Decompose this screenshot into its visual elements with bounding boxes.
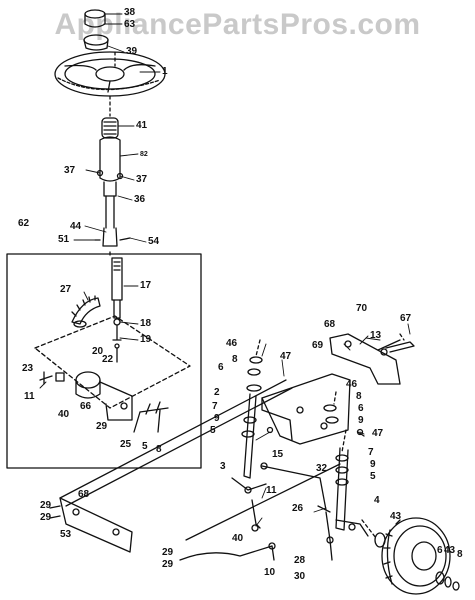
callout-18: 18 xyxy=(140,318,152,329)
callout-29-lower-a: 29 xyxy=(162,547,174,558)
callout-51: 51 xyxy=(58,234,70,245)
front-wheel-icon xyxy=(374,517,460,595)
callout-5-right: 5 xyxy=(370,471,376,482)
callout-11-right: 11 xyxy=(266,485,277,496)
subassembly-box xyxy=(6,253,202,469)
callout-47-right: 47 xyxy=(372,428,384,439)
tie-rod-icon xyxy=(179,542,276,561)
callout-27: 27 xyxy=(60,284,72,295)
callout-82: 82 xyxy=(140,151,148,158)
callout-2: 2 xyxy=(214,387,220,398)
callout-66: 66 xyxy=(80,401,92,412)
callout-37-left: 37 xyxy=(64,165,76,176)
callout-70: 70 xyxy=(356,303,368,314)
callout-22: 22 xyxy=(102,354,114,365)
callout-43-wheel: 43 xyxy=(444,545,456,556)
watermark: AppliancePartsPros.com xyxy=(54,8,421,41)
callout-13: 13 xyxy=(370,330,382,341)
lower-shaft-icon xyxy=(111,257,123,363)
callout-36: 36 xyxy=(134,194,146,205)
callout-28: 28 xyxy=(294,555,306,566)
callout-25: 25 xyxy=(120,439,132,450)
callout-7-right: 7 xyxy=(368,447,374,458)
drag-link-icon xyxy=(59,379,341,541)
callout-8-box: 8 xyxy=(156,444,162,455)
callout-6-right: 6 xyxy=(358,403,364,414)
callout-54: 54 xyxy=(148,236,160,247)
callout-46-right: 46 xyxy=(346,379,358,390)
callout-67: 67 xyxy=(400,313,412,324)
callout-40-left: 40 xyxy=(58,409,70,420)
callout-17: 17 xyxy=(140,280,152,291)
callout-26: 26 xyxy=(292,503,304,514)
callout-5-left: 5 xyxy=(210,425,216,436)
callout-53: 53 xyxy=(60,529,72,540)
callout-11-left: 11 xyxy=(24,391,35,402)
callout-41: 41 xyxy=(136,120,148,131)
callout-5-box: 5 xyxy=(142,441,148,452)
callout-10: 10 xyxy=(264,567,276,578)
frame-bracket-left-icon xyxy=(49,497,133,553)
callout-3: 3 xyxy=(220,461,226,472)
callout-37-right: 37 xyxy=(136,174,148,185)
callout-69: 69 xyxy=(312,340,324,351)
callout-1: 1 xyxy=(162,66,168,77)
callout-40-right: 40 xyxy=(232,533,244,544)
callout-9-right: 9 xyxy=(358,415,364,426)
callout-8-left: 8 xyxy=(232,354,238,365)
callout-15: 15 xyxy=(272,449,284,460)
callout-43-upper: 43 xyxy=(390,511,402,522)
callout-23: 23 xyxy=(22,363,34,374)
spindle-left-icon xyxy=(231,356,274,532)
axle-beam-icon xyxy=(261,373,351,445)
callout-8-wheel: 8 xyxy=(457,549,463,560)
callout-7-left: 7 xyxy=(212,401,218,412)
callout-29-box: 29 xyxy=(96,421,108,432)
steering-cap-icon xyxy=(83,9,109,51)
callout-68-right: 68 xyxy=(324,319,336,330)
callout-47-left: 47 xyxy=(280,351,292,362)
callout-29-lower-b: 29 xyxy=(162,559,174,570)
callout-20: 20 xyxy=(92,346,104,357)
steering-wheel-icon xyxy=(54,51,166,97)
callout-8-right: 8 xyxy=(356,391,362,402)
spindle-right-icon xyxy=(323,404,369,561)
callout-63: 63 xyxy=(124,19,136,30)
callout-38: 38 xyxy=(124,7,136,18)
callout-32: 32 xyxy=(316,463,328,474)
callout-29-bracket-a: 29 xyxy=(40,500,52,511)
callout-30: 30 xyxy=(294,571,306,582)
callout-62: 62 xyxy=(18,218,30,229)
frame-bracket-right-icon xyxy=(329,333,415,385)
leader-lines xyxy=(109,51,405,539)
callout-9-right-lower: 9 xyxy=(370,459,376,470)
callout-46-left: 46 xyxy=(226,338,238,349)
steering-shaft-icon xyxy=(94,117,131,247)
callout-leaders xyxy=(39,13,411,527)
callout-6-left: 6 xyxy=(218,362,224,373)
callout-4: 4 xyxy=(374,495,380,506)
bracket-icon xyxy=(39,371,169,433)
sector-plate-outline xyxy=(34,315,191,409)
callout-9-left: 9 xyxy=(214,413,220,424)
callout-68-left: 68 xyxy=(78,489,90,500)
callout-29-bracket-b: 29 xyxy=(40,512,52,523)
callout-6-wheel: 6 xyxy=(437,545,443,556)
gear-sector-icon xyxy=(71,295,101,328)
callout-44: 44 xyxy=(70,221,82,232)
callout-19: 19 xyxy=(140,334,152,345)
callout-39: 39 xyxy=(126,46,138,57)
